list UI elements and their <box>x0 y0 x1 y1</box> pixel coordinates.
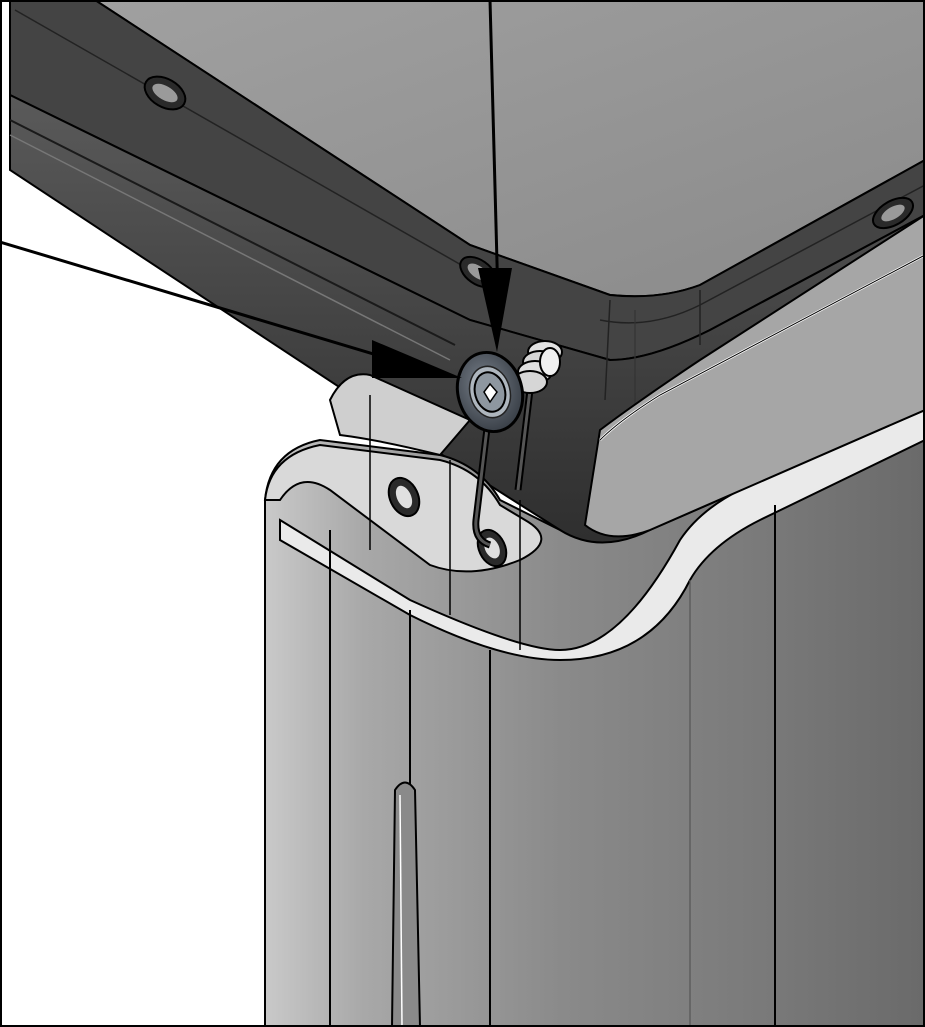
hex-socket-screw <box>473 371 507 413</box>
arrowhead-icon <box>478 268 512 352</box>
arrowhead-icon <box>372 340 462 378</box>
callout-2 <box>0 240 462 378</box>
hex-socket-icon <box>483 382 498 404</box>
leader-line <box>0 240 411 367</box>
corner-post <box>263 213 925 1027</box>
wire-spring-clip <box>472 389 534 549</box>
callout-1 <box>478 0 512 352</box>
post-slot <box>390 781 422 1027</box>
leader-line <box>488 0 500 301</box>
